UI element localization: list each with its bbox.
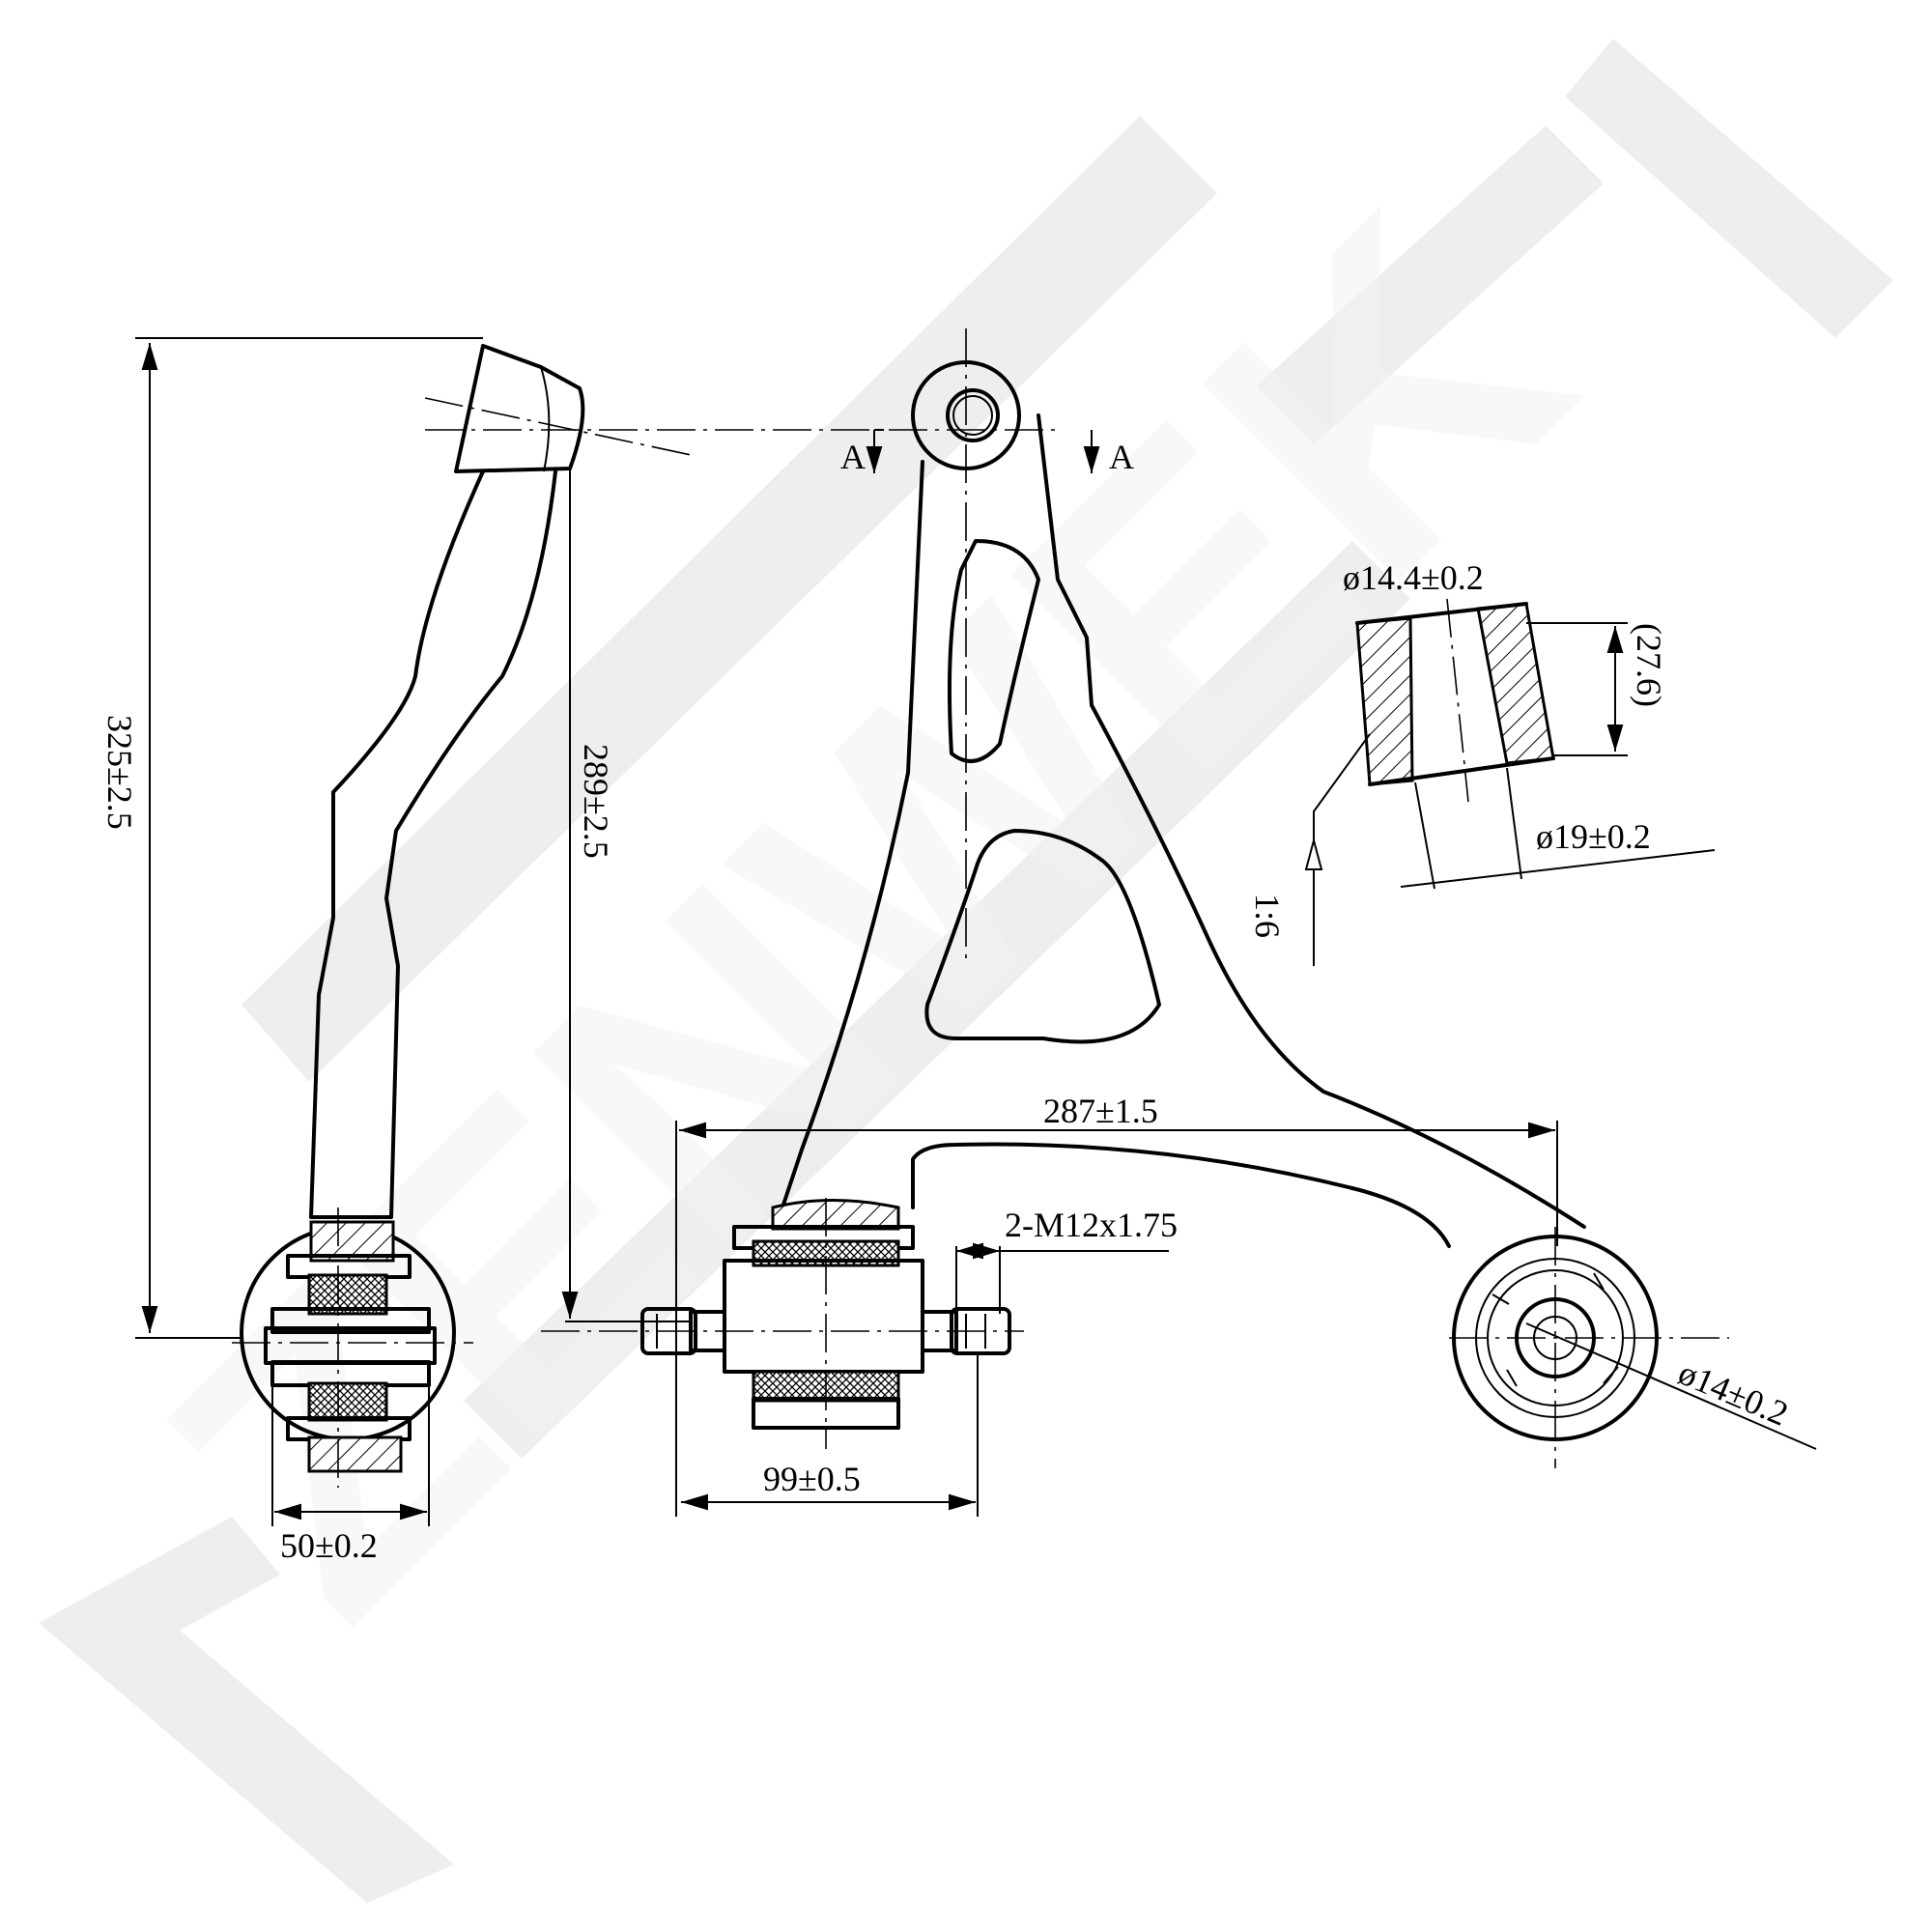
lower-cutout (924, 829, 1161, 1044)
detail-height: (27.6) (1630, 623, 1668, 707)
dimension-lines (135, 337, 1817, 1526)
section-marks: A A (840, 429, 1134, 476)
watermark: ZENWEK (39, 39, 1893, 1903)
dim-bushing-width: 99±0.5 (763, 1460, 861, 1498)
dim-bore-diameter: ø14±0.2 (1673, 1353, 1794, 1434)
dim-thread-spec: 2-M12x1.75 (1005, 1206, 1178, 1244)
top-view (541, 328, 1729, 1468)
detail-taper: 1:6 (1248, 894, 1287, 938)
dim-bushing-outer: 50±0.2 (280, 1526, 378, 1565)
detail-bottom-diameter: ø19±0.2 (1536, 817, 1651, 856)
section-mark-left: A (840, 438, 866, 476)
section-mark-right: A (1109, 438, 1134, 476)
side-view (232, 344, 585, 1488)
ball-joint-head (454, 344, 585, 473)
taper-detail (1304, 598, 1716, 966)
side-arm (309, 469, 557, 1219)
dim-arm-span: 287±1.5 (1043, 1092, 1158, 1130)
dim-pivot-height: 289±2.5 (577, 744, 615, 859)
dim-overall-height: 325±2.5 (100, 715, 139, 830)
detail-top-diameter: ø14.4±0.2 (1343, 558, 1484, 597)
arm-body (781, 413, 1586, 1229)
upper-cutout (947, 539, 1040, 763)
